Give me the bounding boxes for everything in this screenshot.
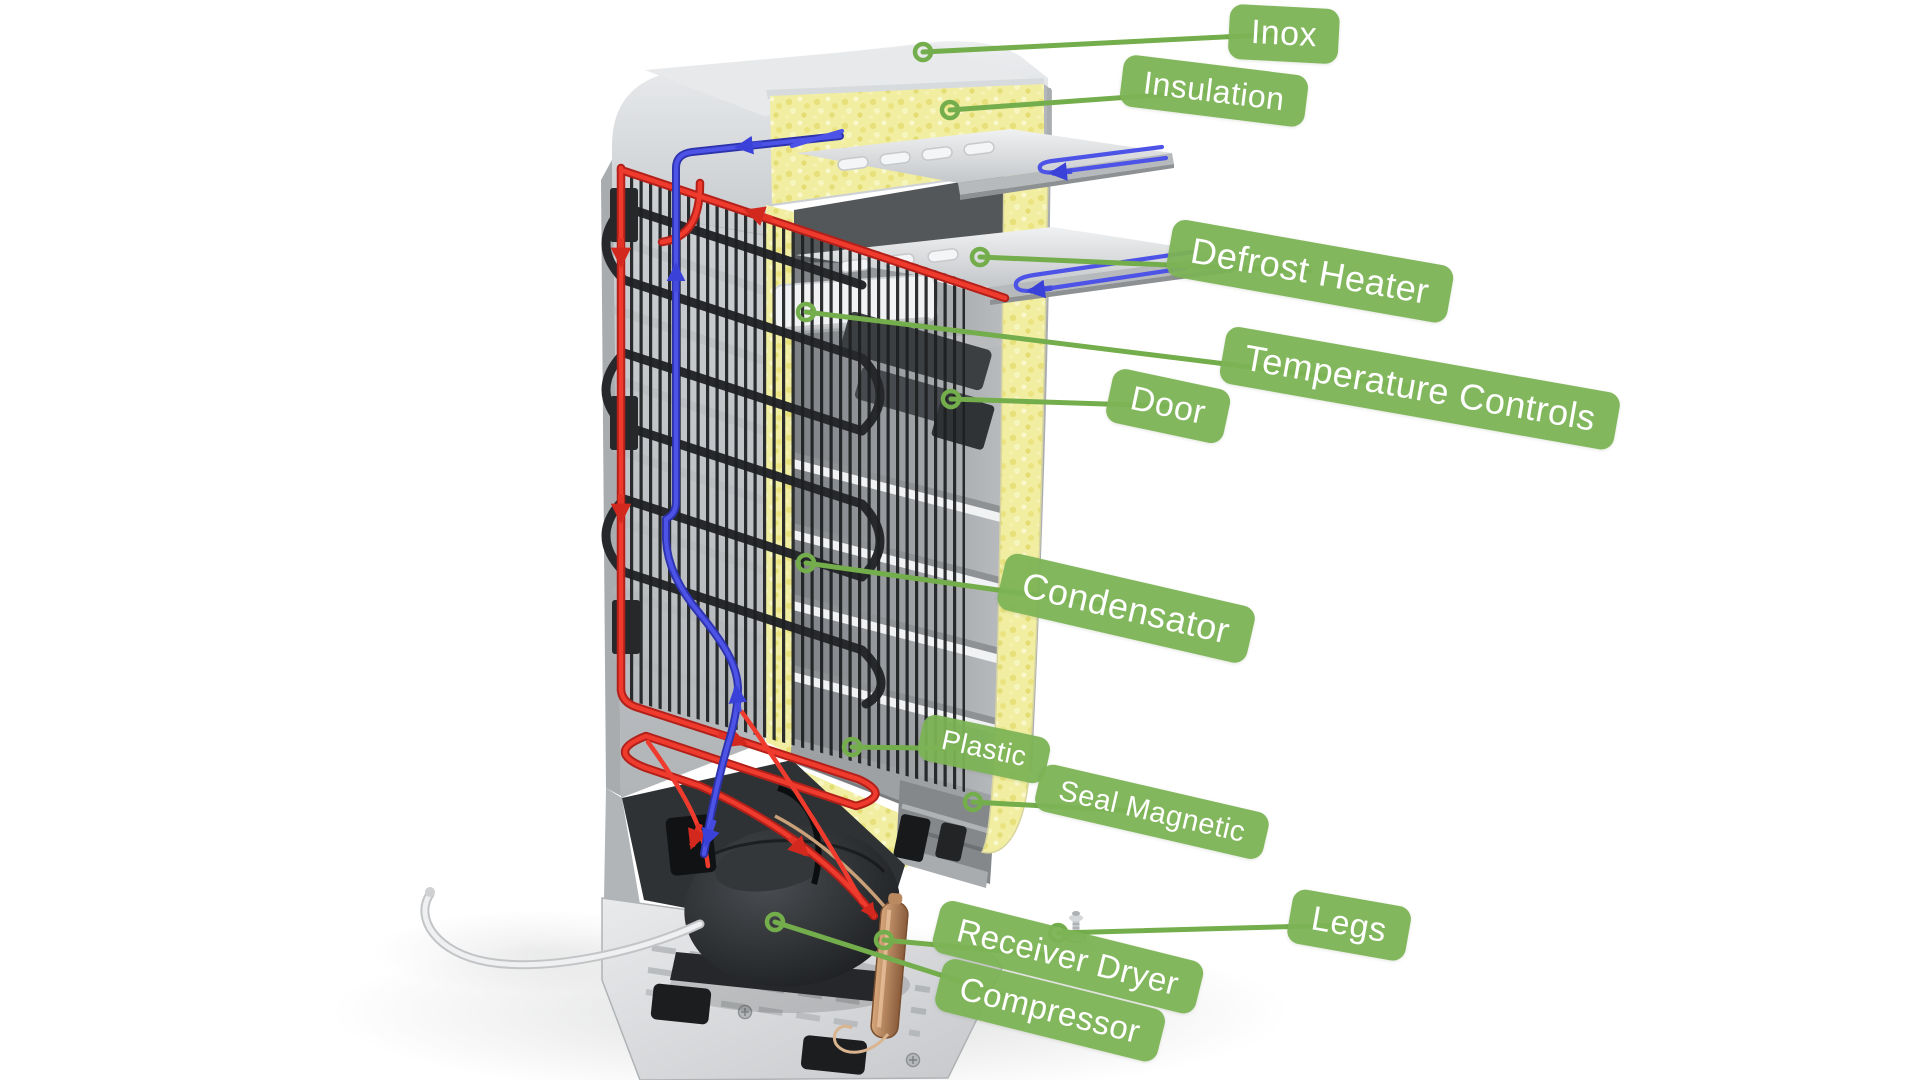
capillary-tube: [833, 1024, 890, 1054]
label-inox: Inox: [1227, 3, 1341, 65]
seal-clamp: [893, 814, 931, 862]
door-bottom: [893, 780, 995, 888]
power-cord: [420, 887, 705, 970]
cap-top-face: [645, 44, 1042, 116]
cold-tubes: [662, 128, 1195, 858]
base-screw: [905, 1052, 921, 1068]
insulation-column: [980, 161, 1049, 854]
base-screw: [737, 1004, 753, 1020]
capillary-tube: [774, 814, 886, 908]
